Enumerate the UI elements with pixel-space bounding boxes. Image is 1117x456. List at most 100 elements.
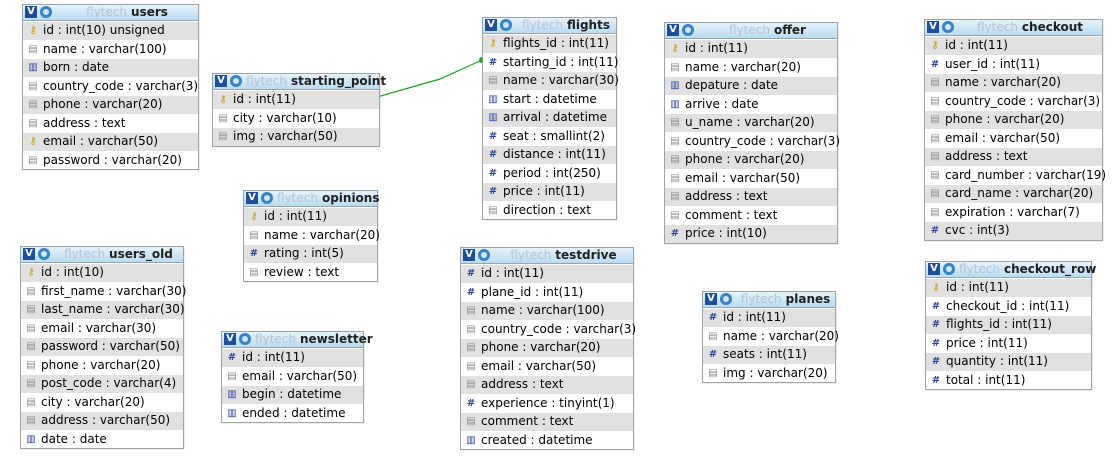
field-row[interactable]: #experience : tinyint(1) <box>461 393 633 412</box>
field-row[interactable]: ▤address : varchar(50) <box>21 411 183 430</box>
field-row[interactable]: ▤card_name : varchar(20) <box>925 184 1102 203</box>
field-row[interactable]: #seats : int(11) <box>703 345 835 364</box>
field-row[interactable]: ▤email : varchar(50) <box>665 168 837 187</box>
field-row[interactable]: ⚷id : int(11) <box>926 278 1091 297</box>
field-row[interactable]: ▤email : varchar(50) <box>461 356 633 375</box>
field-row[interactable]: #price : int(10) <box>665 224 837 243</box>
collapse-check-icon[interactable]: V <box>928 263 940 275</box>
field-row[interactable]: ⚷id : int(10) unsigned <box>23 21 198 40</box>
field-row[interactable]: ▤email : varchar(30) <box>21 318 183 337</box>
collapse-check-icon[interactable]: V <box>463 249 475 261</box>
field-row[interactable]: ▤name : varchar(20) <box>703 326 839 345</box>
gear-icon[interactable] <box>720 293 732 305</box>
collapse-check-icon[interactable]: V <box>224 333 236 345</box>
field-row[interactable]: ▤email : varchar(50) <box>925 128 1102 147</box>
field-row[interactable]: ▤email : varchar(50) <box>222 366 363 385</box>
field-row[interactable]: ⚷id : int(11) <box>665 39 837 58</box>
field-row[interactable]: ▤expiration : varchar(7) <box>925 202 1102 221</box>
field-row[interactable]: ▥arrival : datetime <box>483 108 616 127</box>
collapse-check-icon[interactable]: V <box>485 19 497 31</box>
field-row[interactable]: ▤name : varchar(30) <box>483 71 619 90</box>
field-row[interactable]: ▤review : text <box>244 262 377 281</box>
field-row[interactable]: ▤city : varchar(10) <box>213 108 379 127</box>
collapse-check-icon[interactable]: V <box>927 21 939 33</box>
field-row[interactable]: #period : int(250) <box>483 163 616 182</box>
field-row[interactable]: ▤comment : text <box>665 205 837 224</box>
field-row[interactable]: ▥arrive : date <box>665 94 837 113</box>
field-row[interactable]: ⚷flights_id : int(11) <box>483 34 616 53</box>
field-row[interactable]: ▤card_number : varchar(19) <box>925 165 1106 184</box>
collapse-check-icon[interactable]: V <box>23 248 35 260</box>
field-row[interactable]: ▤password : varchar(50) <box>21 337 183 356</box>
field-row[interactable]: ▥depature : date <box>665 76 837 95</box>
collapse-check-icon[interactable]: V <box>25 6 37 18</box>
collapse-check-icon[interactable]: V <box>667 24 679 36</box>
field-row[interactable]: ⚷id : int(11) <box>925 36 1102 55</box>
field-row[interactable]: ▤address : text <box>925 147 1102 166</box>
field-row[interactable]: ▤direction : text <box>483 200 616 219</box>
field-row[interactable]: ▤last_name : varchar(30) <box>21 300 185 319</box>
field-row[interactable]: #id : int(11) <box>461 264 633 283</box>
field-row[interactable]: ⚷id : int(11) <box>213 90 379 109</box>
field-row[interactable]: ▤country_code : varchar(3) <box>925 91 1102 110</box>
field-row[interactable]: ▤name : varchar(20) <box>925 73 1102 92</box>
field-row[interactable]: #rating : int(5) <box>244 244 377 263</box>
field-row[interactable]: ⚷id : int(11) <box>244 207 377 226</box>
field-row[interactable]: ▤address : text <box>461 375 633 394</box>
field-row[interactable]: #id : int(11) <box>703 308 835 327</box>
gear-icon[interactable] <box>682 24 694 36</box>
field-row[interactable]: ▤name : varchar(100) <box>23 39 198 58</box>
field-row[interactable]: ▤country_code : varchar(3) <box>461 319 636 338</box>
field-row[interactable]: ▤address : text <box>23 113 198 132</box>
gear-icon[interactable] <box>478 249 490 261</box>
field-row[interactable]: ▤comment : text <box>461 412 633 431</box>
field-row[interactable]: ▥date : date <box>21 429 183 448</box>
field-row[interactable]: ⚷id : int(10) <box>21 263 183 282</box>
gear-icon[interactable] <box>943 263 955 275</box>
field-row[interactable]: ▤country_code : varchar(3) <box>23 76 198 95</box>
field-row[interactable]: #user_id : int(11) <box>925 54 1102 73</box>
field-row[interactable]: ▤img : varchar(50) <box>213 127 379 146</box>
gear-icon[interactable] <box>500 19 512 31</box>
field-row[interactable]: ▥ended : datetime <box>222 403 363 422</box>
field-row[interactable]: ▤country_code : varchar(3) <box>665 131 840 150</box>
collapse-check-icon[interactable]: V <box>705 293 717 305</box>
field-row[interactable]: ▤phone : varchar(20) <box>21 355 183 374</box>
field-row[interactable]: ▤phone : varchar(20) <box>665 150 837 169</box>
field-row[interactable]: #total : int(11) <box>926 370 1091 389</box>
field-row[interactable]: #starting_id : int(11) <box>483 52 618 71</box>
field-row[interactable]: ▤phone : varchar(20) <box>461 338 633 357</box>
field-row[interactable]: ▤name : varchar(20) <box>665 57 837 76</box>
field-row[interactable]: ▤name : varchar(20) <box>244 225 380 244</box>
field-row[interactable]: #checkout_id : int(11) <box>926 296 1091 315</box>
gear-icon[interactable] <box>942 21 954 33</box>
field-row[interactable]: #distance : int(11) <box>483 145 616 164</box>
field-row[interactable]: ▥born : date <box>23 58 198 77</box>
field-row[interactable]: #quantity : int(11) <box>926 352 1091 371</box>
field-row[interactable]: ▥created : datetime <box>461 430 633 449</box>
field-row[interactable]: #price : int(11) <box>483 182 616 201</box>
field-row[interactable]: ▤phone : varchar(20) <box>23 95 198 114</box>
field-row[interactable]: ▤post_code : varchar(4) <box>21 374 183 393</box>
field-row[interactable]: ⚷email : varchar(50) <box>23 132 198 151</box>
field-row[interactable]: #plane_id : int(11) <box>461 282 633 301</box>
field-row[interactable]: ▤address : text <box>665 187 837 206</box>
